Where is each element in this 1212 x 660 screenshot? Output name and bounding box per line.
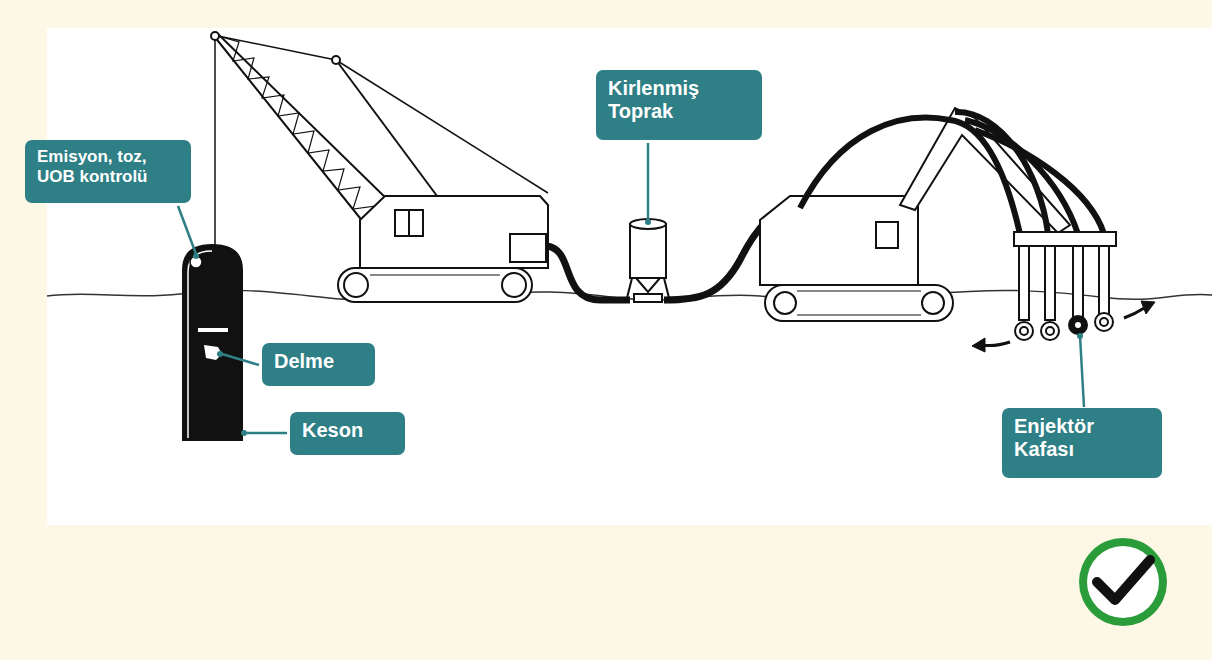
- leader-dots: [193, 219, 1083, 436]
- soil-tank: [626, 219, 670, 302]
- drill-bar: [198, 328, 228, 332]
- crane: [211, 32, 548, 302]
- callout-box: Delme: [262, 343, 375, 386]
- callout-label: Delme: [274, 350, 363, 373]
- callout-label: Emisyon, toz, UOB kontrolü: [37, 147, 179, 186]
- callout-label: Enjektör Kafası: [1014, 415, 1150, 461]
- check-icon: [1079, 538, 1167, 626]
- caisson: [183, 245, 242, 440]
- callout-label: Kirlenmiş Toprak: [608, 77, 750, 123]
- callout-box: Kirlenmiş Toprak: [596, 70, 762, 140]
- callout-box: Keson: [290, 412, 405, 455]
- injector-rig: [760, 108, 1070, 321]
- callout-box: Enjektör Kafası: [1002, 408, 1162, 478]
- injector-hoses: [800, 112, 1104, 234]
- callout-box: Emisyon, toz, UOB kontrolü: [25, 140, 191, 203]
- drill-bit: [204, 345, 222, 360]
- white-panel: [47, 28, 1212, 525]
- motion-arrows: [972, 301, 1155, 352]
- injector-heads: [1014, 232, 1116, 340]
- hose: [546, 246, 630, 300]
- leader-lines: [178, 143, 1084, 433]
- callout-label: Keson: [302, 419, 393, 442]
